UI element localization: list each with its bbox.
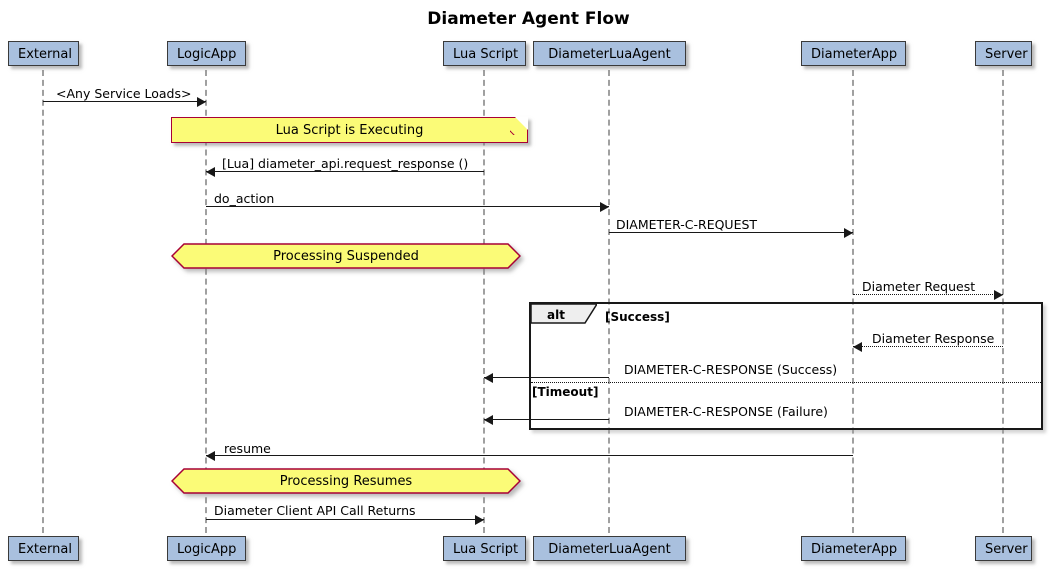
group-condition-label: [Timeout] xyxy=(532,385,599,399)
participant-luascript[interactable]: Lua Script xyxy=(443,536,526,561)
message-label-m5: Diameter Request xyxy=(862,279,976,294)
participant-dapp[interactable]: DiameterApp xyxy=(801,536,906,561)
message-label-m1: <Any Service Loads> xyxy=(56,86,192,101)
note-fold-edge-icon xyxy=(510,117,528,135)
arrowhead-m1 xyxy=(197,97,206,107)
page-title: Diameter Agent Flow xyxy=(427,9,630,29)
group-section-divider xyxy=(531,382,1041,383)
message-label-m2: [Lua] diameter_api.request_response () xyxy=(222,156,469,171)
participant-server[interactable]: Server xyxy=(975,41,1032,66)
message-label-m8: DIAMETER-C-RESPONSE (Failure) xyxy=(624,404,828,419)
message-line-m2 xyxy=(206,171,484,172)
lifeline-dapp xyxy=(852,70,854,533)
arrowhead-m5 xyxy=(994,290,1003,300)
hex-note-label: Processing Suspended xyxy=(273,248,419,264)
message-label-m9: resume xyxy=(224,441,271,456)
message-label-m7: DIAMETER-C-RESPONSE (Success) xyxy=(624,362,838,377)
participant-dapp[interactable]: DiameterApp xyxy=(801,41,906,66)
message-line-m6 xyxy=(853,346,1003,347)
message-line-m1 xyxy=(43,101,206,102)
participant-server[interactable]: Server xyxy=(975,536,1032,561)
group-condition-label: [Success] xyxy=(605,310,670,324)
message-line-m4 xyxy=(609,232,853,233)
arrowhead-m4 xyxy=(844,228,853,238)
lifeline-external xyxy=(42,70,44,533)
lifeline-agent xyxy=(608,70,610,533)
lifeline-logicapp xyxy=(205,70,207,533)
group-operator-tab xyxy=(530,303,599,324)
message-line-m3 xyxy=(206,206,609,207)
participant-external[interactable]: External xyxy=(8,536,79,561)
arrowhead-m3 xyxy=(600,202,609,212)
group-frame-alt1 xyxy=(529,302,1043,430)
arrowhead-m10 xyxy=(475,515,484,525)
message-line-m10 xyxy=(206,519,484,520)
arrowhead-m6 xyxy=(853,342,862,352)
message-line-m8 xyxy=(484,419,609,420)
lifeline-luascript xyxy=(483,70,485,533)
participant-agent[interactable]: DiameterLuaAgent xyxy=(533,536,686,561)
hex-note-label: Processing Resumes xyxy=(279,473,413,489)
message-label-m10: Diameter Client API Call Returns xyxy=(214,503,416,518)
note-n1: Lua Script is Executing xyxy=(171,117,528,143)
participant-logicapp[interactable]: LogicApp xyxy=(167,536,246,561)
message-label-m4: DIAMETER-C-REQUEST xyxy=(616,217,758,232)
message-line-m7 xyxy=(484,377,609,378)
message-label-m3: do_action xyxy=(214,191,275,206)
message-line-m9 xyxy=(206,455,853,456)
arrowhead-m9 xyxy=(206,451,215,461)
note-label: Lua Script is Executing xyxy=(275,122,424,138)
message-line-m5 xyxy=(853,294,1003,295)
participant-agent[interactable]: DiameterLuaAgent xyxy=(533,41,686,66)
hex-note-h1: Processing Suspended xyxy=(171,243,521,269)
arrowhead-m8 xyxy=(484,415,493,425)
participant-external[interactable]: External xyxy=(8,41,79,66)
group-operator-label: alt xyxy=(547,308,565,322)
arrowhead-m2 xyxy=(206,167,215,177)
lifeline-server xyxy=(1002,70,1004,533)
message-label-m6: Diameter Response xyxy=(872,331,995,346)
hex-note-h2: Processing Resumes xyxy=(171,468,521,494)
participant-luascript[interactable]: Lua Script xyxy=(443,41,526,66)
arrowhead-m7 xyxy=(484,373,493,383)
participant-logicapp[interactable]: LogicApp xyxy=(167,41,246,66)
